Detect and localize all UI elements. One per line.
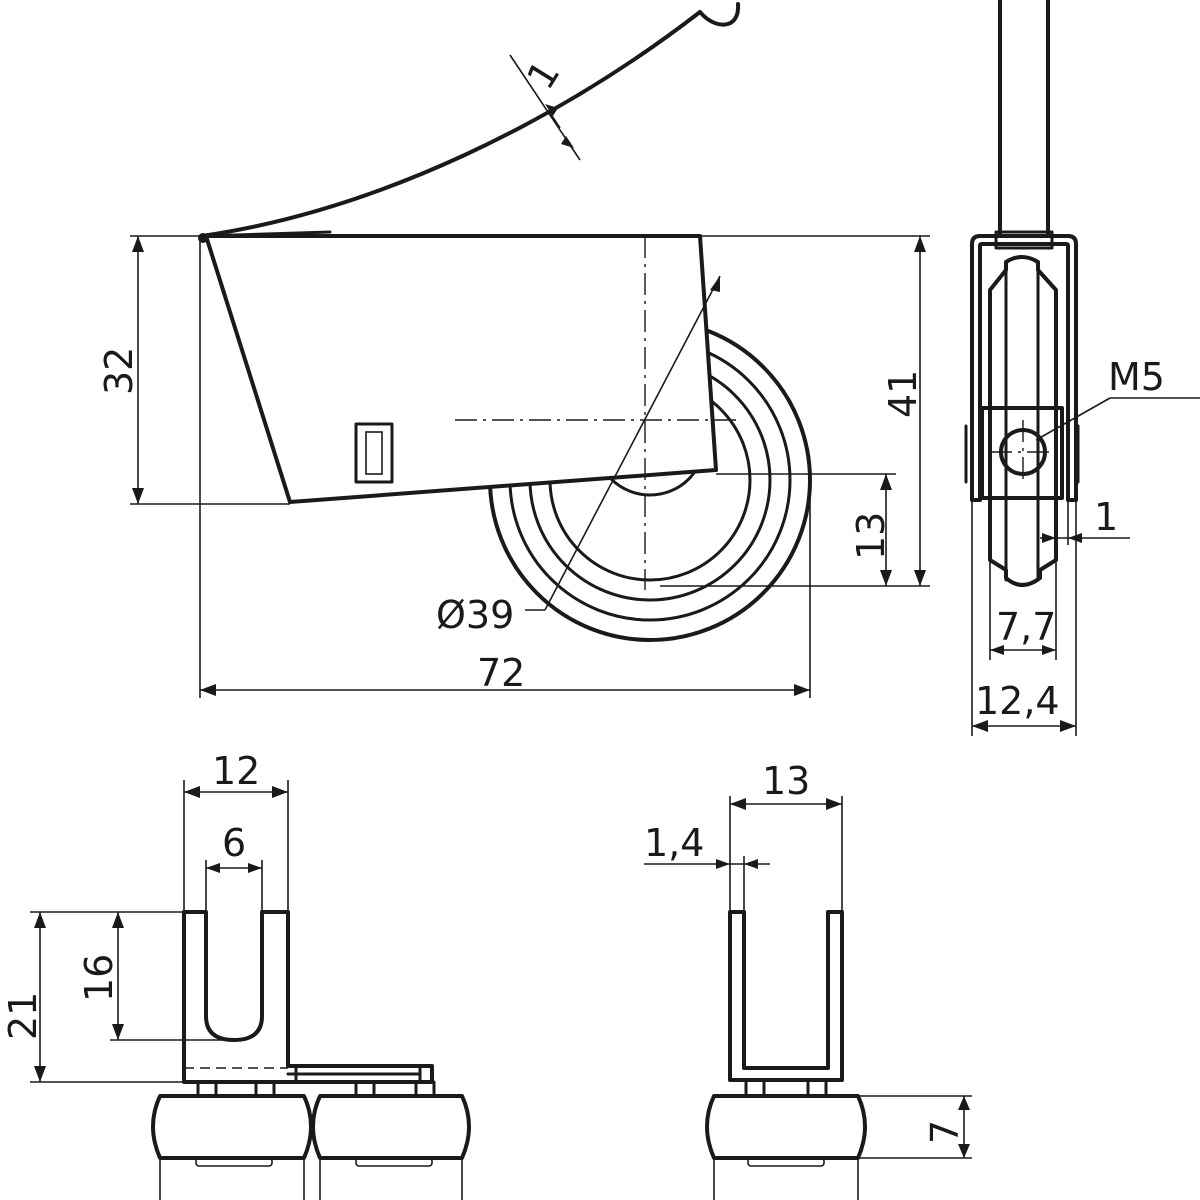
side-bracket: [970, 234, 1078, 502]
housing-body: [204, 234, 718, 504]
dim-roller-height: 7: [858, 1095, 972, 1159]
dim-side-width-label: 12,4: [975, 679, 1060, 723]
dim-slot-outer: 12: [183, 749, 289, 912]
dim-slot-depth: 16: [77, 912, 234, 1041]
dim-wheel-width: 7,7: [989, 560, 1057, 660]
dim-wheel-diameter-label: Ø39: [436, 593, 514, 637]
dim-thread-label: M5: [1108, 355, 1165, 399]
hanger-hook: [698, 2, 741, 27]
dim-body-height: 32: [97, 235, 290, 505]
bracket-view: 12 6 21 16: [1, 749, 471, 1200]
side-view: M5 1 7,7 12,4: [964, 0, 1200, 736]
dim-hanger-thickness-label: 1: [518, 53, 568, 97]
dim-channel-width: 13: [729, 759, 843, 912]
dim-total-height-label: 41: [881, 370, 925, 418]
dim-thread: M5: [1035, 355, 1200, 441]
front-view: 1 32 41 13: [97, 2, 930, 698]
dim-clearance-label: 1: [1094, 495, 1118, 539]
dim-slot-outer-label: 12: [212, 749, 260, 793]
dim-clearance: 1: [1040, 495, 1130, 545]
dim-total-length-label: 72: [477, 651, 525, 695]
dim-wheel-offset-label: 13: [849, 512, 893, 560]
dim-slot-inner: 6: [205, 821, 263, 912]
roller-right: [311, 1080, 471, 1167]
dim-bracket-height: 21: [1, 911, 184, 1083]
hanger-strip: [200, 10, 702, 238]
dim-channel-width-label: 13: [762, 759, 810, 803]
dim-sheet-thickness-label: 1,4: [644, 821, 704, 865]
u-channel: [728, 910, 844, 1082]
roller-single: [705, 1078, 867, 1167]
dim-sheet-thickness: 1,4: [644, 821, 770, 912]
dim-wheel-diameter: Ø39: [436, 275, 721, 637]
dim-bracket-height-label: 21: [1, 992, 45, 1040]
dim-total-length: 72: [199, 240, 811, 698]
slot-bracket: [182, 910, 434, 1084]
dim-total-height: 41: [660, 235, 930, 587]
dim-side-width: 12,4: [971, 500, 1077, 736]
dim-roller-height-label: 7: [923, 1120, 967, 1144]
dim-slot-inner-label: 6: [222, 821, 246, 865]
roller-left: [151, 1080, 313, 1167]
channel-view: 13 1,4 7: [644, 759, 972, 1200]
dim-wheel-offset: 13: [716, 473, 896, 586]
dim-wheel-width-label: 7,7: [996, 605, 1056, 649]
dim-hanger-thickness: 1: [509, 53, 581, 161]
dim-slot-depth-label: 16: [77, 954, 121, 1002]
axle-block: [980, 406, 1064, 500]
housing-window: [354, 422, 394, 484]
dim-body-height-label: 32: [97, 347, 141, 395]
